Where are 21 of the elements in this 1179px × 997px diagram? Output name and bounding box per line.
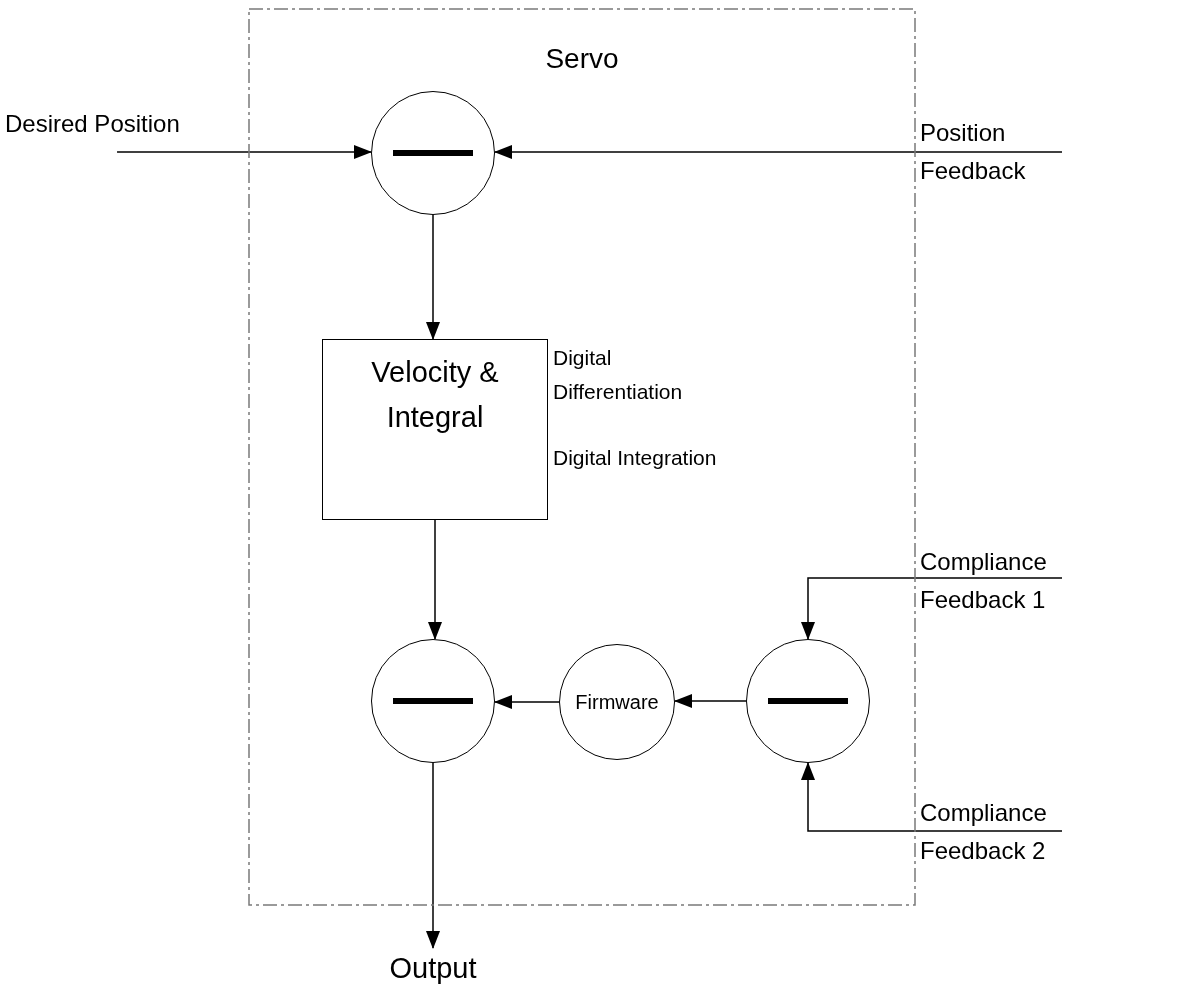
arrow [494, 145, 1063, 159]
arrow [494, 695, 560, 709]
signal-label: Compliance Feedback 2 [916, 794, 1062, 870]
process-box [322, 339, 548, 520]
servo-group-frame [248, 8, 916, 906]
arrow [426, 762, 440, 949]
arrow [426, 214, 440, 340]
arrow [116, 145, 372, 159]
group-title: Servo [544, 43, 620, 75]
box-label: Velocity & Integral [371, 355, 499, 435]
arrow [801, 577, 1063, 640]
side-note: Digital Integration [553, 445, 718, 471]
arrow [801, 762, 1063, 832]
side-note: Digital Differentiation [553, 345, 684, 405]
arrow [428, 519, 442, 640]
signal-label: Position Feedback [916, 114, 1062, 190]
arrow [674, 694, 747, 708]
signal-label: Compliance Feedback 1 [916, 543, 1062, 619]
circle-label: Firmware [575, 690, 659, 714]
signal-label: Desired Position [5, 106, 247, 152]
signal-label: Output [380, 948, 486, 988]
